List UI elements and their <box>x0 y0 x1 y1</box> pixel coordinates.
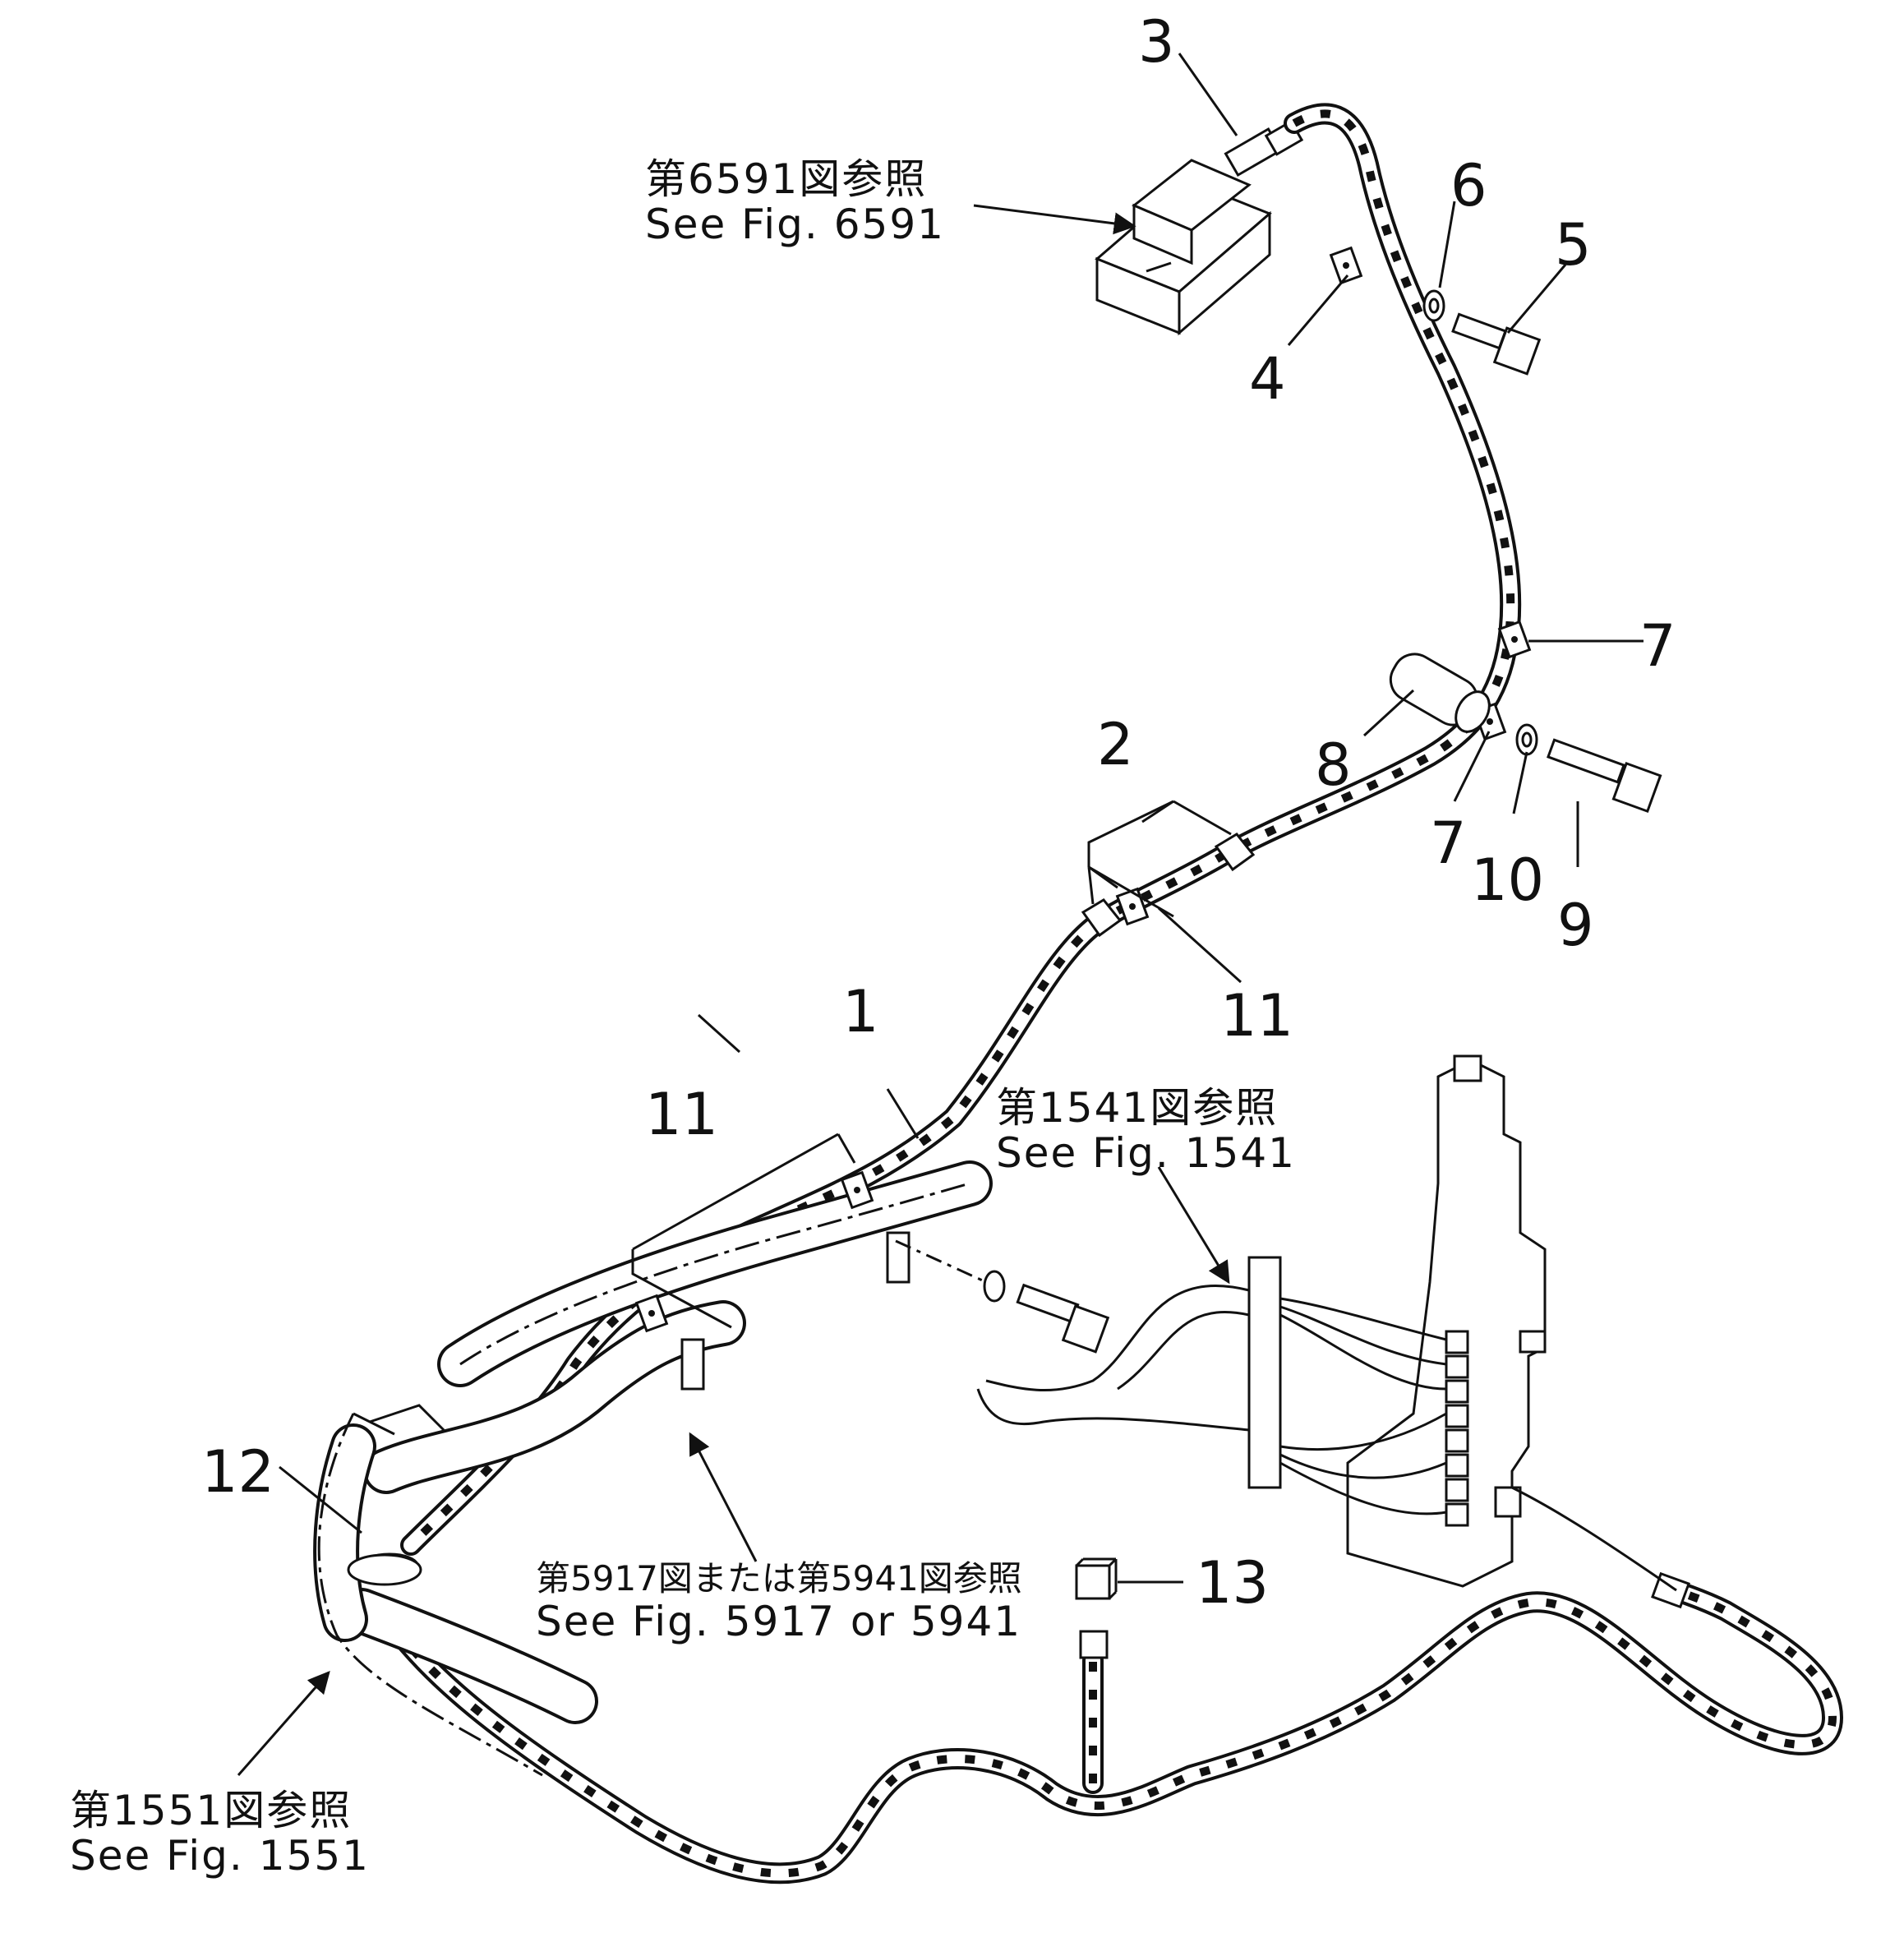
ref-1541-jp: 第1541図参照 <box>996 1084 1278 1132</box>
valve-assembly <box>1095 159 1272 336</box>
tube-assembly <box>313 1160 993 1777</box>
callout-6: 6 <box>1450 152 1487 219</box>
clamp-7-upper <box>1497 620 1532 659</box>
ref-1551-jp: 第1551図参照 <box>70 1787 352 1834</box>
callout-12: 12 <box>201 1438 274 1506</box>
callout-7-lower: 7 <box>1430 810 1467 877</box>
washer-6 <box>1422 289 1445 322</box>
lower-harness <box>384 1571 1843 1884</box>
reference-notes: 第6591図参照 See Fig. 6591 第1541図参照 See Fig.… <box>70 155 1296 1880</box>
bolt-5 <box>1451 312 1542 376</box>
callout-1: 1 <box>842 978 879 1045</box>
callout-7-upper: 7 <box>1639 612 1676 680</box>
tube-bracket <box>680 1231 911 1391</box>
clamp-4 <box>1329 246 1363 285</box>
spacer-8 <box>1389 653 1491 733</box>
ref-6591-jp: 第6591図参照 <box>645 155 927 203</box>
callout-2: 2 <box>1097 711 1134 778</box>
harness-1 <box>400 103 1522 1556</box>
ref-5917-jp: 第5917図または第5941図参照 <box>536 1558 1022 1598</box>
callout-9: 9 <box>1557 892 1594 959</box>
terminal-row <box>1445 1330 1469 1527</box>
tube-bolt <box>895 1239 1110 1354</box>
callout-labels: 3 6 5 4 7 2 8 7 10 9 11 1 11 12 13 <box>201 8 1676 1617</box>
connector-lead <box>1079 1630 1109 1659</box>
control-panel <box>976 1054 1677 1592</box>
callout-4: 4 <box>1249 345 1286 413</box>
clamp-11-left-a <box>840 1170 874 1210</box>
ref-5917-en: See Fig. 5917 or 5941 <box>536 1598 1021 1645</box>
callout-5: 5 <box>1555 211 1592 279</box>
bolt-9 <box>1547 738 1662 814</box>
ref-6591-en: See Fig. 6591 <box>645 201 945 248</box>
washer-10 <box>1515 723 1538 756</box>
callout-10: 10 <box>1471 847 1544 914</box>
ref-1541-en: See Fig. 1541 <box>996 1129 1296 1177</box>
callout-3: 3 <box>1138 8 1175 76</box>
connector-13 <box>1075 1557 1118 1600</box>
ref-1551-en: See Fig. 1551 <box>70 1832 370 1880</box>
callout-13: 13 <box>1196 1549 1269 1617</box>
callout-8: 8 <box>1315 731 1352 799</box>
clamp-11-left-b <box>634 1294 669 1333</box>
callout-11-left: 11 <box>645 1081 718 1148</box>
tie-12 <box>347 1553 422 1586</box>
leader-lines <box>279 53 1644 1584</box>
grommet-2 <box>1081 833 1256 938</box>
reference-arrows <box>237 204 1230 1776</box>
callout-11-right: 11 <box>1220 982 1293 1050</box>
